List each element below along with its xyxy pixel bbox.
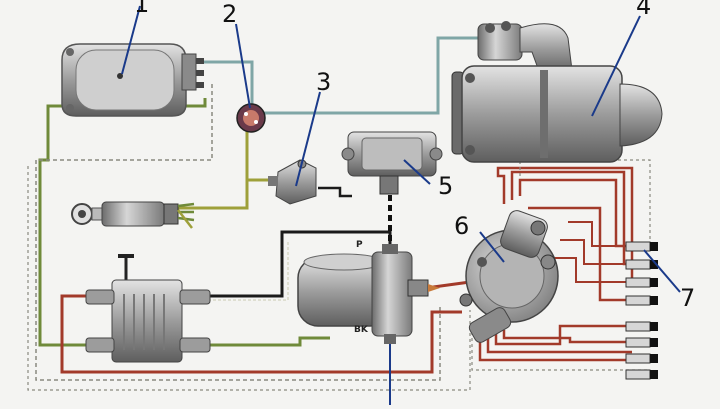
callout-7: 7 [680, 284, 695, 312]
ignition-switch [71, 201, 195, 229]
electronic-switch-module [341, 131, 443, 195]
callout-6: 6 [454, 212, 469, 240]
callout-2: 2 [222, 0, 237, 28]
resistor-block [85, 254, 211, 363]
starter-motor [451, 21, 663, 163]
spark-plug [625, 337, 658, 348]
distributor [459, 210, 559, 343]
ignition-coil [297, 244, 440, 405]
callout-3: 3 [316, 68, 331, 96]
spark-plug-group-lower [625, 321, 658, 380]
voltage-regulator [61, 43, 204, 117]
relay [268, 159, 317, 205]
spark-plug [625, 353, 658, 364]
callout-5: 5 [438, 172, 453, 200]
callout-1: 1 [134, 0, 149, 18]
fuse-block [236, 103, 266, 133]
spark-plug [625, 321, 658, 332]
spark-plug [625, 295, 658, 306]
spark-plug-group-upper [625, 241, 658, 306]
terminal-bk-label: BK [354, 325, 369, 335]
spark-plug [625, 241, 658, 252]
spark-plug [625, 277, 658, 288]
terminal-p-label: P [356, 240, 363, 250]
callout-4: 4 [636, 0, 651, 20]
spark-plug [625, 259, 658, 270]
leader-lines [121, 5, 681, 293]
spark-plug [625, 369, 658, 380]
